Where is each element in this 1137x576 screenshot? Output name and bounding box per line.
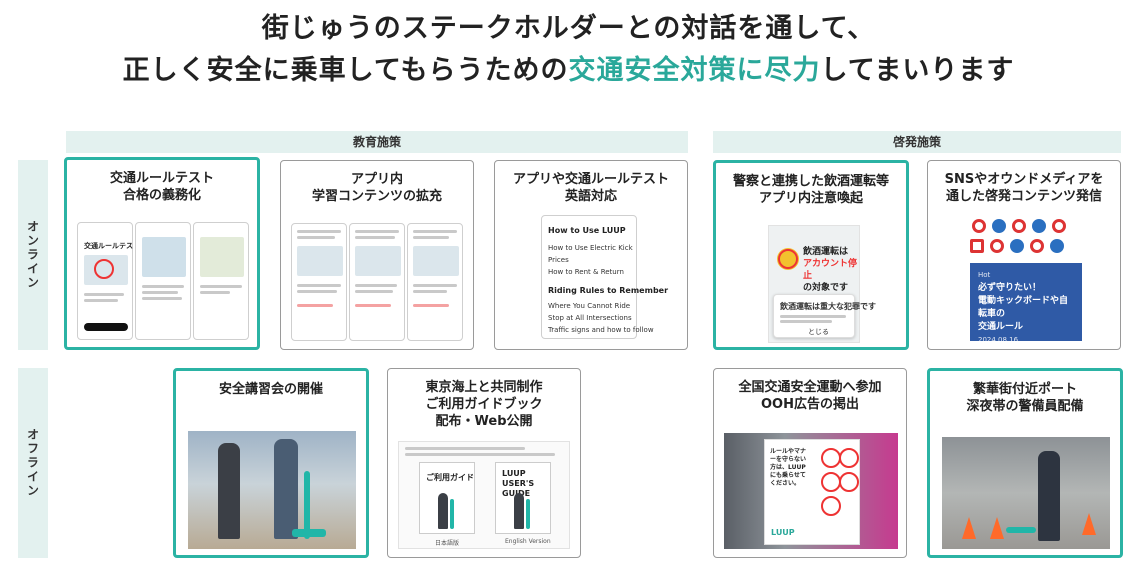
prohibited-icon-5 bbox=[821, 472, 841, 492]
guidebook-english-caption: English Version bbox=[505, 538, 551, 545]
phone-mock-3 bbox=[193, 222, 249, 340]
traffic-cone bbox=[1082, 513, 1096, 535]
card-police-warning: 警察と連携した飲酒運転等 アプリ内注意喚起 飲酒運転は アカウント停止 の対象で… bbox=[713, 160, 909, 350]
card-english-support: アプリや交通ルールテスト 英語対応 How to Use LUUP How to… bbox=[494, 160, 688, 350]
prohibited-icon-4 bbox=[839, 448, 859, 468]
english-mock-heading-1: How to Use LUUP bbox=[548, 226, 626, 235]
guard-photo bbox=[942, 437, 1110, 549]
dialog-title: 飲酒運転は重大な犯罪です bbox=[780, 302, 876, 311]
prohibited-icon-2 bbox=[778, 249, 798, 269]
card-guidebook: 東京海上と共同制作 ご利用ガイドブック 配布・Web公開 ご利用ガイド LUUP… bbox=[387, 368, 581, 558]
card-guidebook-title: 東京海上と共同制作 ご利用ガイドブック 配布・Web公開 bbox=[425, 380, 543, 429]
card-safety-seminar: 安全講習会の開催 bbox=[173, 368, 369, 558]
english-mock-item-6[interactable]: Traffic signs and how to follow bbox=[548, 326, 654, 334]
card-rule-test-title: 交通ルールテスト 合格の義務化 bbox=[109, 171, 214, 203]
sns-article-tag: Hot bbox=[978, 271, 991, 279]
traffic-sign-icon bbox=[1032, 219, 1046, 233]
card-english-title: アプリや交通ルールテスト 英語対応 bbox=[512, 172, 669, 204]
phone-mock-1: 交通ルールテスト bbox=[77, 222, 140, 340]
headline-line-2-end: してまいります bbox=[820, 55, 1015, 86]
card-guard-title: 繁華街付近ポート 深夜帯の警備員配備 bbox=[966, 382, 1084, 414]
sns-article-date: 2024.08.16 bbox=[978, 336, 1019, 344]
row-label-online: オンライン bbox=[18, 160, 48, 350]
prohibited-icon-3 bbox=[821, 448, 841, 468]
person-figure bbox=[218, 443, 240, 539]
english-mock-item-3[interactable]: How to Rent & Return bbox=[548, 268, 624, 276]
prohibited-icon-6 bbox=[839, 472, 859, 492]
drunk-driving-warning: 飲酒運転は アカウント停止 の対象です bbox=[803, 247, 858, 293]
police-app-mock: 飲酒運転は アカウント停止 の対象です 飲酒運転は重大な犯罪です とじる bbox=[768, 225, 876, 343]
guidebook-page-mock: ご利用ガイド LUUP USER'S GUIDE 日本語版 English Ve… bbox=[398, 441, 570, 549]
card-sns-content: SNSやオウンドメディアを 通した啓発コンテンツ発信 Hot 必ず守りたい！ 電… bbox=[927, 160, 1121, 350]
traffic-sign-icon bbox=[1010, 239, 1024, 253]
dialog-close-button[interactable]: とじる bbox=[808, 328, 829, 336]
seminar-photo bbox=[188, 431, 356, 549]
rule-test-mock-label: 交通ルールテスト bbox=[84, 242, 140, 250]
traffic-sign-icon bbox=[1050, 239, 1064, 253]
sns-post-mock: Hot 必ず守りたい！ 電動キックボードや自転車の 交通ルール 2024.08.… bbox=[970, 217, 1082, 344]
traffic-sign-icon bbox=[990, 239, 1004, 253]
english-app-mock: How to Use LUUP How to Use Electric Kick… bbox=[541, 215, 668, 339]
card-sns-title: SNSやオウンドメディアを 通した啓発コンテンツ発信 bbox=[944, 172, 1104, 204]
traffic-sign-icon bbox=[1052, 219, 1066, 233]
person-figure bbox=[274, 439, 298, 539]
prohibited-icon-7 bbox=[821, 496, 841, 516]
section-header-education: 教育施策 bbox=[66, 131, 688, 153]
scooter-figure bbox=[1006, 527, 1036, 533]
guidebook-english[interactable]: LUUP USER'S GUIDE bbox=[495, 462, 551, 534]
warning-dialog: 飲酒運転は重大な犯罪です とじる bbox=[773, 294, 876, 338]
row-label-offline: オフライン bbox=[18, 368, 48, 558]
card-app-learning-title: アプリ内 学習コンテンツの拡充 bbox=[311, 172, 442, 204]
quiz-illustration bbox=[142, 237, 186, 277]
sns-article-line-1: 必ず守りたい！ bbox=[978, 283, 1042, 293]
card-rule-test: 交通ルールテスト 合格の義務化 交通ルールテスト bbox=[64, 157, 260, 350]
scooter-figure bbox=[292, 529, 326, 537]
sns-article-line-2: 電動キックボードや自転車の bbox=[978, 296, 1069, 319]
english-mock-item-5[interactable]: Stop at All Intersections bbox=[548, 314, 632, 322]
card-app-learning: アプリ内 学習コンテンツの拡充 bbox=[280, 160, 474, 350]
guard-figure bbox=[1038, 451, 1060, 541]
phone-mock-2 bbox=[135, 222, 191, 340]
guidebook-japanese[interactable]: ご利用ガイド bbox=[419, 462, 475, 534]
headline-line-1: 街じゅうのステークホルダーとの対話を通して、 bbox=[261, 13, 876, 44]
english-mock-item-2[interactable]: Prices bbox=[548, 256, 569, 264]
sns-article-banner[interactable]: Hot 必ず守りたい！ 電動キックボードや自転車の 交通ルール 2024.08.… bbox=[970, 263, 1082, 344]
prohibited-icon bbox=[94, 259, 114, 279]
card-seminar-title: 安全講習会の開催 bbox=[218, 382, 323, 397]
traffic-sign-icon bbox=[970, 239, 984, 253]
scooter-figure bbox=[304, 471, 310, 539]
headline-line-2-start: 正しく安全に乗車してもらうための bbox=[122, 55, 569, 86]
traffic-sign-icon bbox=[1012, 219, 1026, 233]
english-mock-heading-2: Riding Rules to Remember bbox=[548, 286, 669, 295]
traffic-sign-icon bbox=[1030, 239, 1044, 253]
ooh-poster: ルールやマナーを守らない方は、LUUPにも乗らせてください。 LUUP bbox=[764, 439, 860, 545]
traffic-sign-icon bbox=[972, 219, 986, 233]
traffic-cone bbox=[962, 517, 976, 539]
poster-brand: LUUP bbox=[771, 528, 795, 537]
rule-test-app-mock: 交通ルールテスト bbox=[77, 222, 249, 340]
traffic-cone bbox=[990, 517, 1004, 539]
english-mock-item-1[interactable]: How to Use Electric Kick bbox=[548, 244, 633, 252]
headline-line-2: 正しく安全に乗車してもらうための交通安全対策に尽力してまいります bbox=[0, 48, 1137, 87]
card-night-guard: 繁華街付近ポート 深夜帯の警備員配備 bbox=[927, 368, 1123, 558]
quiz-illustration-2 bbox=[200, 237, 244, 277]
sns-article-line-3: 交通ルール bbox=[978, 322, 1024, 332]
poster-text: ルールやマナーを守らない方は、LUUPにも乗らせてください。 bbox=[770, 448, 807, 487]
english-mock-item-4[interactable]: Where You Cannot Ride bbox=[548, 302, 631, 310]
ooh-ad-photo: ルールやマナーを守らない方は、LUUPにも乗らせてください。 LUUP bbox=[724, 433, 898, 549]
section-header-awareness: 啓発施策 bbox=[713, 131, 1121, 153]
card-ooh-campaign: 全国交通安全運動へ参加 OOH広告の掲出 ルールやマナーを守らない方は、LUUP… bbox=[713, 368, 907, 558]
start-test-button[interactable] bbox=[84, 323, 128, 331]
card-police-title: 警察と連携した飲酒運転等 アプリ内注意喚起 bbox=[732, 174, 889, 206]
app-learning-mock bbox=[291, 223, 463, 341]
headline-accent: 交通安全対策に尽力 bbox=[568, 55, 821, 86]
card-campaign-title: 全国交通安全運動へ参加 OOH広告の掲出 bbox=[738, 380, 882, 412]
guidebook-japanese-caption: 日本語版 bbox=[435, 540, 460, 547]
traffic-sign-icon bbox=[992, 219, 1006, 233]
